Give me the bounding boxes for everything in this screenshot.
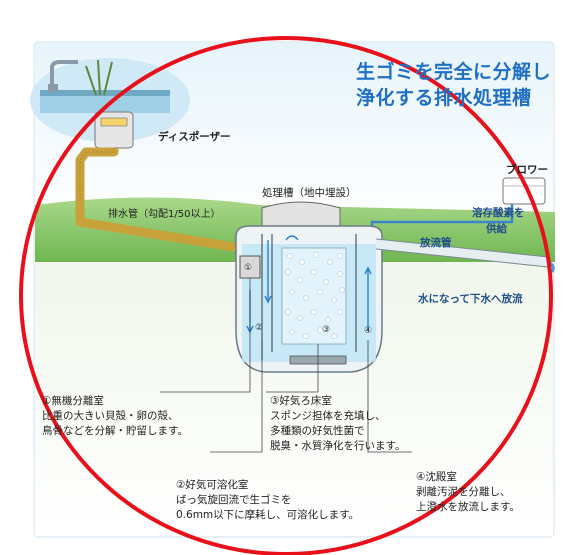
chamber-4-line-1: 剥離汚泥を分離し、 (416, 486, 511, 498)
chamber-4-line-2: 上澄水を放流します。 (416, 501, 520, 513)
chamber-4-title: ④沈殿室 (416, 471, 457, 483)
chamber-2-line-2: 0.6mm以下に摩耗し、可溶化します。 (176, 509, 360, 521)
chamber-1-line-1: 比重の大きい貝殻・卵の殻、 (42, 410, 179, 422)
leader-1 (160, 278, 251, 393)
chamber-mark-3: ③ (322, 325, 330, 335)
title-line-2: 浄化する排水処理槽 (356, 87, 532, 109)
chamber-3-line-2: 多種類の好気性菌で (270, 425, 365, 437)
chamber-3-line-3: 脱臭・水質浄化を行います。 (270, 440, 406, 452)
discharge-label: 水になって下水へ放流 (418, 293, 523, 305)
chamber-2-description: ②好気可溶化室 ばっ気旋回流で生ゴミを 0.6mm以下に摩耗し、可溶化します。 (176, 478, 359, 523)
leader-3 (266, 344, 319, 393)
oxygen-label-2: 供給 (486, 223, 507, 235)
discharge-pipe-label: 放流管 (420, 237, 452, 249)
leader-4 (367, 340, 412, 453)
red-annotation-circle (19, 36, 553, 555)
chamber-3-description: ③好気ろ床室 スポンジ担体を充填し、 多種類の好気性菌で 脱臭・水質浄化を行いま… (270, 394, 405, 454)
oxygen-label-1: 溶存酸素を (472, 207, 525, 219)
chamber-1-title: ①無機分離室 (42, 395, 104, 407)
chamber-1-description: ①無機分離室 比重の大きい貝殻・卵の殻、 鳥骨などを分解・貯留します。 (42, 394, 188, 439)
blower-unit (502, 177, 546, 205)
drain-pipe-label: 排水管（勾配1/50以上） (108, 209, 221, 220)
chamber-4-description: ④沈殿室 剥離汚泥を分離し、 上澄水を放流します。 (416, 470, 520, 515)
chamber-2-title: ②好気可溶化室 (176, 479, 249, 491)
leader-2 (210, 340, 263, 453)
chamber-3-title: ③好気ろ床室 (270, 395, 332, 407)
chamber-3-line-1: スポンジ担体を充填し、 (270, 410, 386, 422)
title-line-1: 生ゴミを完全に分解し (356, 61, 552, 83)
chamber-mark-2: ② (255, 323, 263, 333)
chamber-mark-1: ① (244, 263, 252, 273)
tank-label: 処理槽（地中埋設） (262, 187, 357, 199)
blower-label: ブロワー (506, 164, 548, 176)
chamber-mark-4: ④ (364, 326, 372, 336)
chamber-1-line-2: 鳥骨などを分解・貯留します。 (42, 425, 188, 437)
drain-pipe (75, 200, 241, 253)
chamber-2-line-1: ばっ気旋回流で生ゴミを (176, 494, 292, 506)
disposer-unit (94, 111, 134, 149)
discharge-pipe (375, 239, 549, 267)
disposer-label: ディスポーザー (158, 131, 231, 143)
